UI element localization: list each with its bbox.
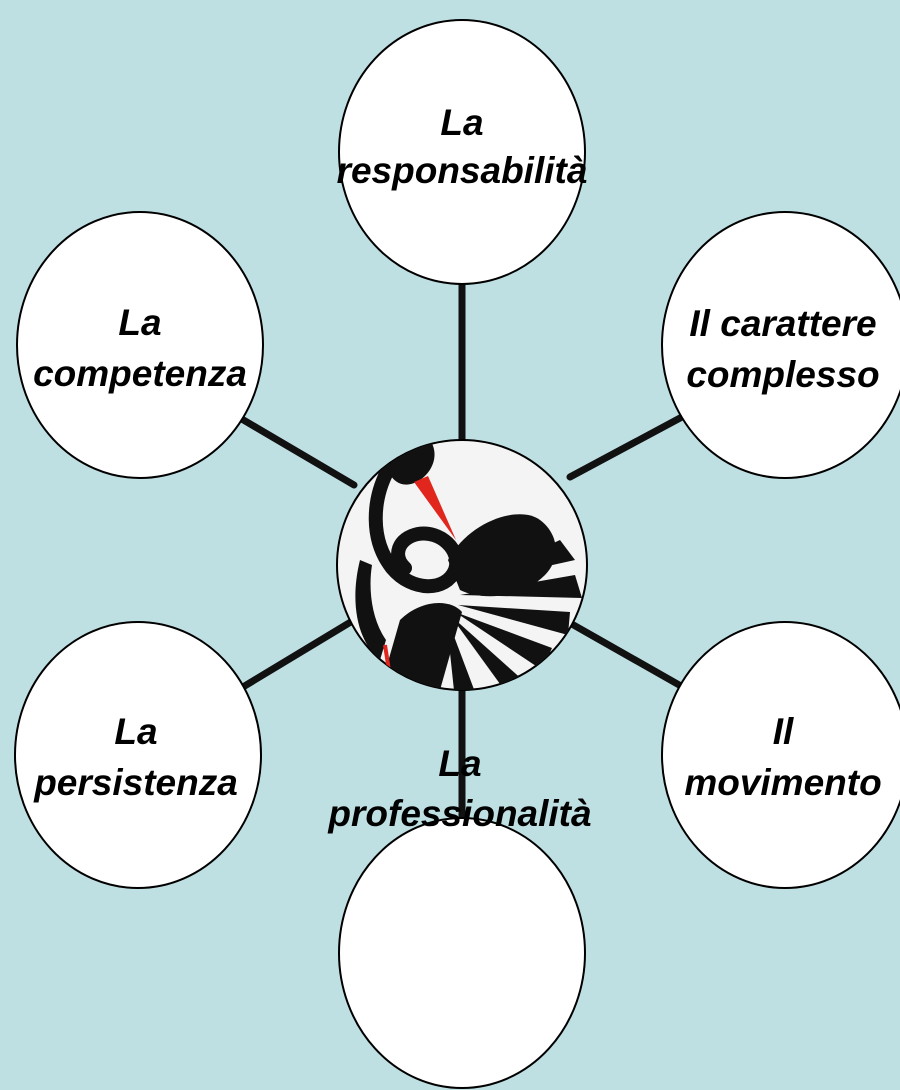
node-upper-right-line2: complesso <box>686 354 879 395</box>
connectors <box>231 268 699 839</box>
node-upper-right-line1: Il carattere <box>689 303 876 344</box>
node-lower-right-line2: movimento <box>684 762 881 803</box>
node-upper-right-circle <box>661 211 900 479</box>
node-top-circle <box>338 19 586 285</box>
node-lower-left-circle <box>14 621 262 889</box>
node-lower-left-line1: La <box>114 711 157 752</box>
node-lower-left-line2: persistenza <box>33 762 238 803</box>
node-upper-left-line2: competenza <box>33 353 247 394</box>
node-bottom-line2: professionalità <box>327 793 591 834</box>
center-node <box>336 439 588 691</box>
node-top: La responsabilità <box>337 19 588 285</box>
stork-icon <box>355 440 582 690</box>
node-top-line2: responsabilità <box>337 150 588 191</box>
connector-lower-left <box>234 616 358 694</box>
node-lower-left: La persistenza <box>14 621 262 889</box>
node-upper-left-circle <box>16 211 264 479</box>
node-bottom-circle <box>338 817 586 1089</box>
node-lower-right: Il movimento <box>661 621 900 889</box>
beak-icon <box>414 476 456 540</box>
node-upper-right: Il carattere complesso <box>661 211 900 479</box>
connector-upper-right <box>566 406 699 481</box>
node-top-line1: La <box>440 102 483 143</box>
connector-upper-left <box>231 411 358 489</box>
node-bottom: La professionalità <box>327 743 592 1089</box>
connector-lower-right <box>566 619 692 694</box>
node-bottom-line1: La <box>438 743 481 784</box>
node-lower-right-line1: Il <box>773 711 794 752</box>
node-upper-left: La competenza <box>16 211 264 479</box>
node-lower-right-circle <box>661 621 900 889</box>
node-upper-left-line1: La <box>118 302 161 343</box>
